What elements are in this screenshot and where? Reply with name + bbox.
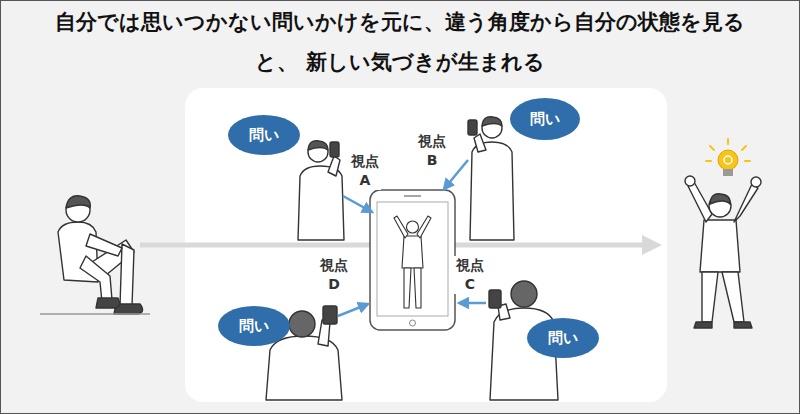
jacket xyxy=(402,236,423,268)
lightbulb xyxy=(706,139,750,176)
phone xyxy=(468,120,477,135)
ground xyxy=(40,313,150,314)
question-text: 問い xyxy=(530,110,560,129)
jacket xyxy=(266,336,342,400)
question-ellipse: 問い xyxy=(228,115,300,155)
viewpoint-label: 視点 D xyxy=(318,256,350,294)
phone-screen xyxy=(377,202,448,316)
leg xyxy=(722,272,744,322)
rays xyxy=(706,139,750,161)
hair xyxy=(710,194,730,204)
fist xyxy=(685,176,695,186)
arm xyxy=(86,234,122,256)
question-text: 問い xyxy=(548,329,578,348)
jacket xyxy=(298,166,344,240)
hair xyxy=(66,196,90,208)
question-ellipse: 問い xyxy=(218,306,290,346)
title: 自分では思いつかない問いかけを元に、違う角度から自分の状態を見ると、 新しい気づ… xyxy=(35,2,765,82)
view-arrow xyxy=(343,196,372,212)
phone xyxy=(330,142,339,157)
jacket xyxy=(470,142,514,240)
arm-right xyxy=(734,184,758,222)
shin xyxy=(120,244,134,306)
head xyxy=(289,311,315,337)
head xyxy=(407,221,419,233)
shoe xyxy=(694,322,712,328)
arm xyxy=(474,134,486,152)
home-button xyxy=(410,320,416,326)
view-arrow xyxy=(338,304,368,316)
view-arrow xyxy=(459,302,486,305)
gear xyxy=(724,156,732,164)
head xyxy=(511,281,537,307)
bulb xyxy=(718,150,738,170)
viewpoint-label: 視点 B xyxy=(416,132,448,170)
leg xyxy=(702,272,718,322)
viewpoint-label: 視点 A xyxy=(349,152,381,190)
arm xyxy=(394,216,408,238)
phone xyxy=(323,306,337,324)
question-ellipse: 問い xyxy=(510,98,580,140)
viewer-b xyxy=(468,117,514,240)
arm-left xyxy=(688,182,712,222)
smartphone xyxy=(370,190,455,330)
arm xyxy=(328,156,340,176)
bulb-base xyxy=(723,169,733,176)
arm xyxy=(417,216,431,238)
leg xyxy=(414,268,421,308)
leg xyxy=(404,268,411,308)
seated-person xyxy=(40,196,150,314)
leg-back xyxy=(80,256,112,302)
viewer-a xyxy=(298,141,344,240)
screen-person xyxy=(394,216,431,308)
question-text: 問い xyxy=(249,126,279,145)
phone-body xyxy=(370,190,455,330)
viewpoint-label: 視点 C xyxy=(454,256,486,294)
question-ellipse: 問い xyxy=(527,318,599,358)
jacket xyxy=(700,220,740,272)
fist xyxy=(751,177,761,187)
cheering-person xyxy=(685,176,761,328)
question-text: 問い xyxy=(239,317,269,336)
phone xyxy=(489,290,501,308)
shoe xyxy=(96,298,120,308)
shoe xyxy=(734,322,752,328)
speaker xyxy=(404,195,421,197)
hair xyxy=(308,141,328,150)
hair xyxy=(482,117,502,126)
